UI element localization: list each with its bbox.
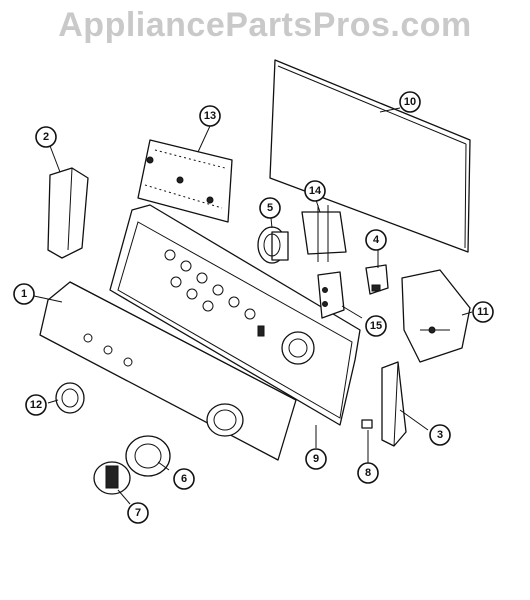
part-14-switch: [301, 205, 347, 262]
svg-text:7: 7: [135, 507, 141, 519]
part-6-knob-skirt: [125, 435, 171, 477]
svg-text:12: 12: [30, 399, 42, 411]
svg-text:11: 11: [477, 306, 489, 318]
callout-2: 2: [35, 126, 57, 148]
svg-text:6: 6: [181, 473, 187, 485]
part-1-front-console: [39, 281, 297, 461]
part-13-control-board: [137, 139, 233, 223]
svg-text:9: 9: [313, 453, 319, 465]
callout-7: 7: [127, 502, 149, 524]
part-7-knob: [93, 461, 131, 495]
part-9-console-panel: [109, 204, 361, 426]
svg-text:3: 3: [437, 429, 443, 441]
callout-4: 4: [365, 229, 387, 251]
part-10-rear-panel: [269, 59, 471, 253]
svg-text:13: 13: [204, 110, 216, 122]
svg-text:15: 15: [370, 320, 382, 332]
callout-13: 13: [199, 105, 221, 127]
svg-text:4: 4: [373, 234, 380, 246]
callout-8: 8: [357, 462, 379, 484]
svg-text:10: 10: [404, 96, 416, 108]
part-4-small-switch: [365, 264, 389, 295]
svg-text:2: 2: [43, 131, 49, 143]
callout-1: 1: [13, 283, 35, 305]
callout-3: 3: [429, 424, 451, 446]
part-15-bracket: [317, 271, 345, 319]
callout-12: 12: [25, 394, 47, 416]
part-3-right-end-cap: [381, 361, 407, 447]
svg-text:1: 1: [21, 288, 27, 300]
svg-text:8: 8: [365, 467, 371, 479]
part-2-left-end-cap: [47, 167, 89, 259]
svg-text:5: 5: [267, 202, 273, 214]
callout-9: 9: [305, 448, 327, 470]
part-11-timer: [401, 269, 471, 363]
part-12-knob: [55, 382, 85, 414]
callout-5: 5: [259, 197, 281, 219]
callout-6: 6: [173, 468, 195, 490]
callout-15: 15: [365, 315, 387, 337]
callout-10: 10: [399, 91, 421, 113]
callout-11: 11: [472, 301, 494, 323]
part-8-clip: [361, 419, 373, 429]
part-5-switch: [257, 226, 289, 264]
callout-14: 14: [304, 180, 326, 202]
svg-text:14: 14: [309, 185, 322, 197]
watermark-logo: AppliancePartsPros.com: [58, 6, 472, 44]
